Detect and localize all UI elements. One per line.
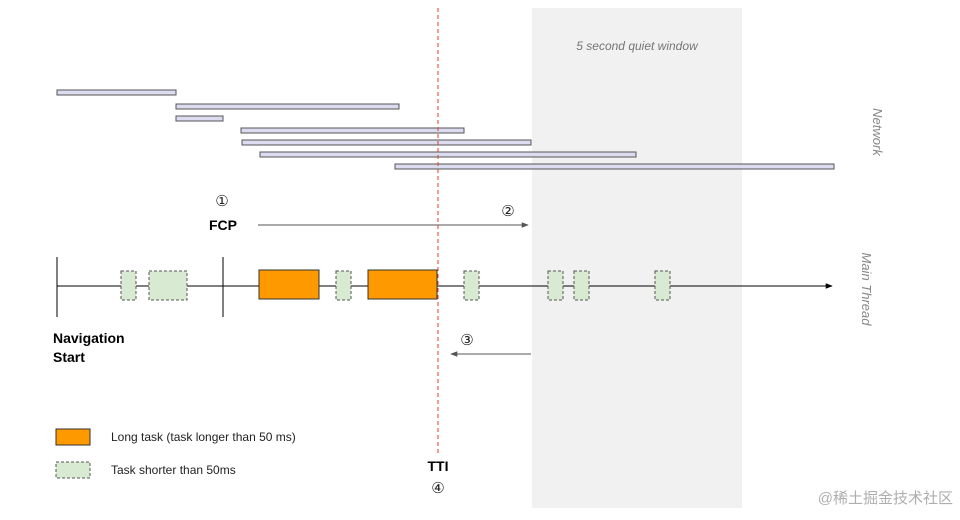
legend-short-task-label: Task shorter than 50ms: [111, 463, 236, 477]
step-1-marker: ①: [215, 193, 228, 210]
network-requests: [56, 89, 835, 170]
main-thread-tasks: [120, 269, 671, 301]
network-request: [175, 103, 400, 110]
watermark: @稀土掘金技术社区: [818, 490, 953, 507]
short-task: [654, 270, 671, 301]
legend-long-task-swatch: [55, 428, 91, 446]
quiet-window-label: 5 second quiet window: [576, 39, 699, 53]
step-4-marker: ④: [431, 480, 444, 497]
navigation-start-label: Navigation Start: [53, 330, 128, 365]
main-thread-label: Main Thread: [859, 253, 874, 327]
short-task: [120, 270, 137, 301]
network-request: [175, 115, 224, 122]
network-request: [394, 163, 835, 170]
step-2-marker: ②: [501, 203, 514, 220]
short-task: [148, 270, 188, 301]
fcp-label: FCP: [209, 217, 237, 233]
quiet-window: [532, 8, 742, 508]
short-task: [463, 270, 480, 301]
long-task: [258, 269, 320, 300]
legend-short-task-swatch: [55, 461, 91, 479]
network-request: [240, 127, 465, 134]
long-task: [367, 269, 438, 300]
network-label: Network: [870, 108, 885, 157]
network-request: [241, 139, 532, 146]
step-3-marker: ③: [460, 332, 473, 349]
network-request: [259, 151, 637, 158]
short-task: [573, 270, 590, 301]
short-task: [335, 270, 352, 301]
tti-label: TTI: [428, 458, 449, 474]
legend: Long task (task longer than 50 ms) Task …: [55, 428, 296, 479]
legend-long-task-label: Long task (task longer than 50 ms): [111, 430, 296, 444]
network-request: [56, 89, 177, 96]
short-task: [547, 270, 564, 301]
